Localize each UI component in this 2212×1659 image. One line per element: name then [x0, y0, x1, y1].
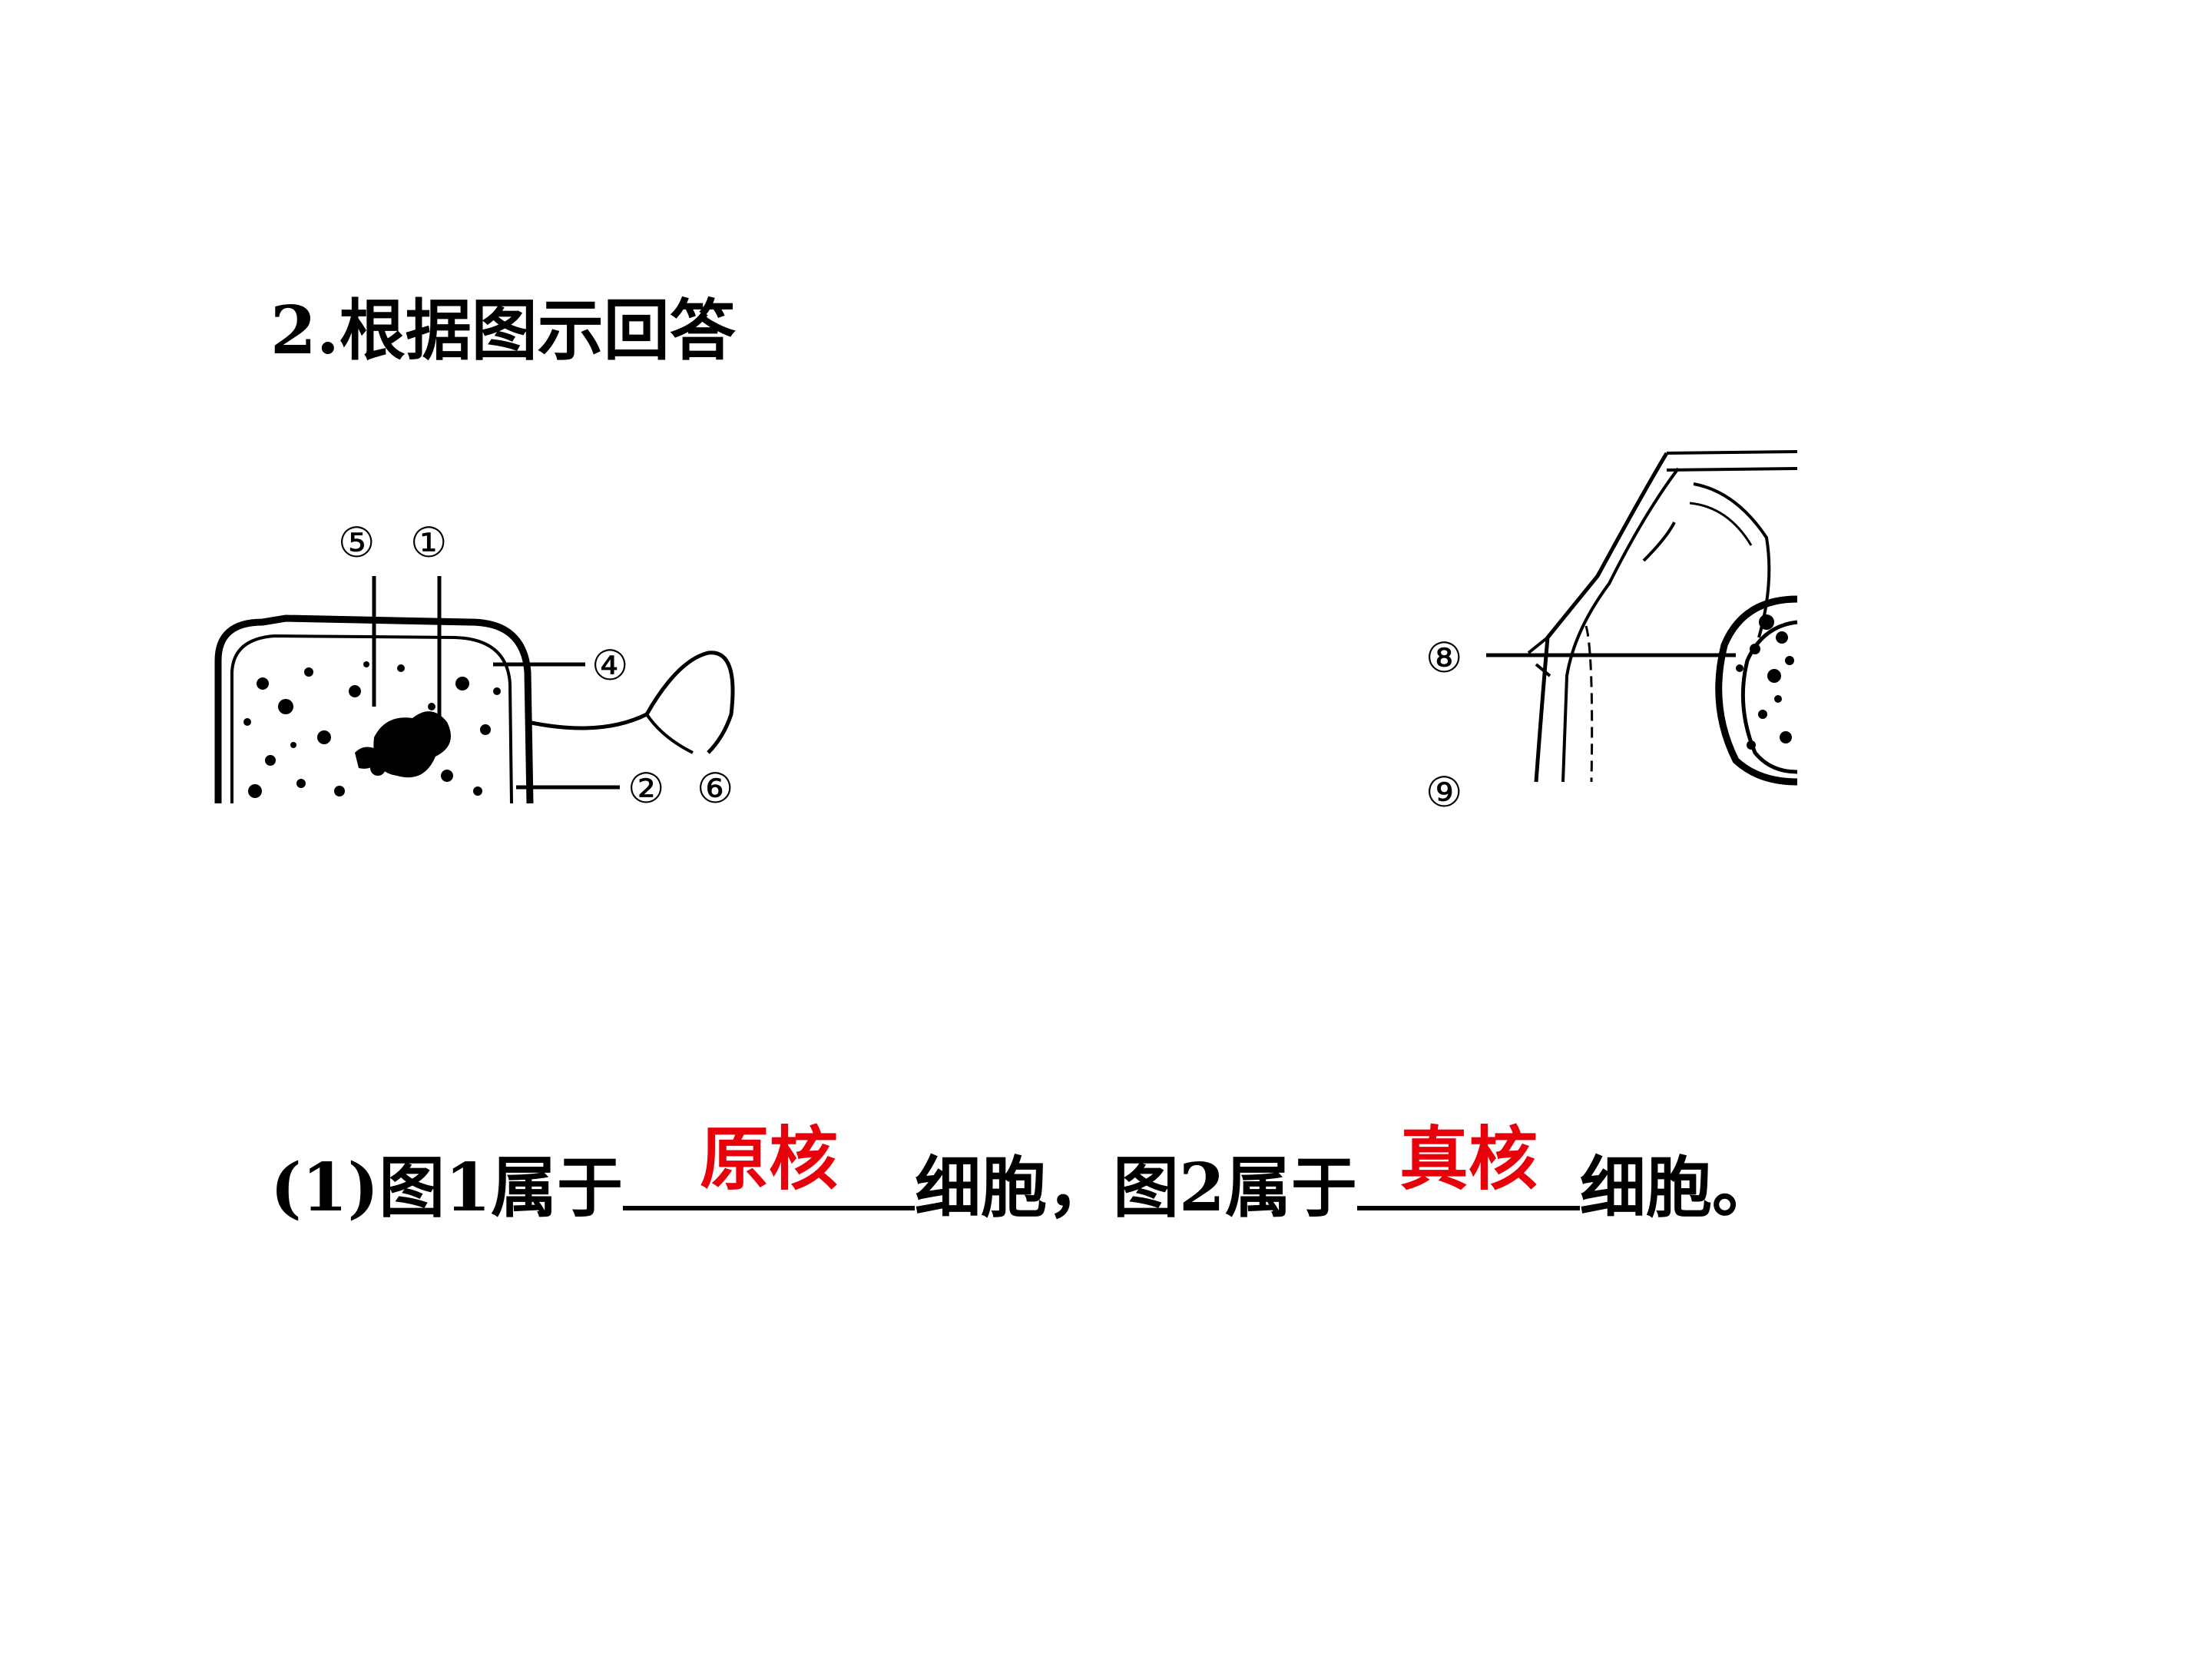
figure1-label-4: ④ [591, 641, 628, 690]
figure1-label-6: ⑥ [697, 764, 733, 813]
figure2-label-9: ⑨ [1426, 768, 1462, 816]
question-line: (1)图1属于原核细胞，图2属于真核细胞。 [270, 1119, 1778, 1227]
figure-2-eukaryote-diagram: ⑧ ⑨ [1413, 445, 1798, 816]
figure1-label-5: ⑤ [338, 518, 375, 567]
figure1-label-1: ① [410, 518, 447, 567]
answer-blank-2[interactable]: 真核 [1356, 1119, 1580, 1210]
question-heading: 2.根据图示回答 [270, 292, 736, 369]
figure2-label-8: ⑧ [1426, 634, 1462, 682]
question-middle: 细胞，图2属于 [915, 1149, 1357, 1227]
question-suffix: 细胞。 [1579, 1149, 1778, 1227]
question-prefix: (1)图1属于 [270, 1149, 624, 1227]
figure1-label-2: ② [628, 764, 664, 813]
figure-1-prokaryote-diagram: ⑤ ① ④ ② ⑥ [201, 507, 770, 813]
answer-blank-1[interactable]: 原核 [623, 1119, 916, 1210]
answer-1: 原核 [700, 1119, 839, 1200]
answer-2: 真核 [1399, 1119, 1538, 1200]
